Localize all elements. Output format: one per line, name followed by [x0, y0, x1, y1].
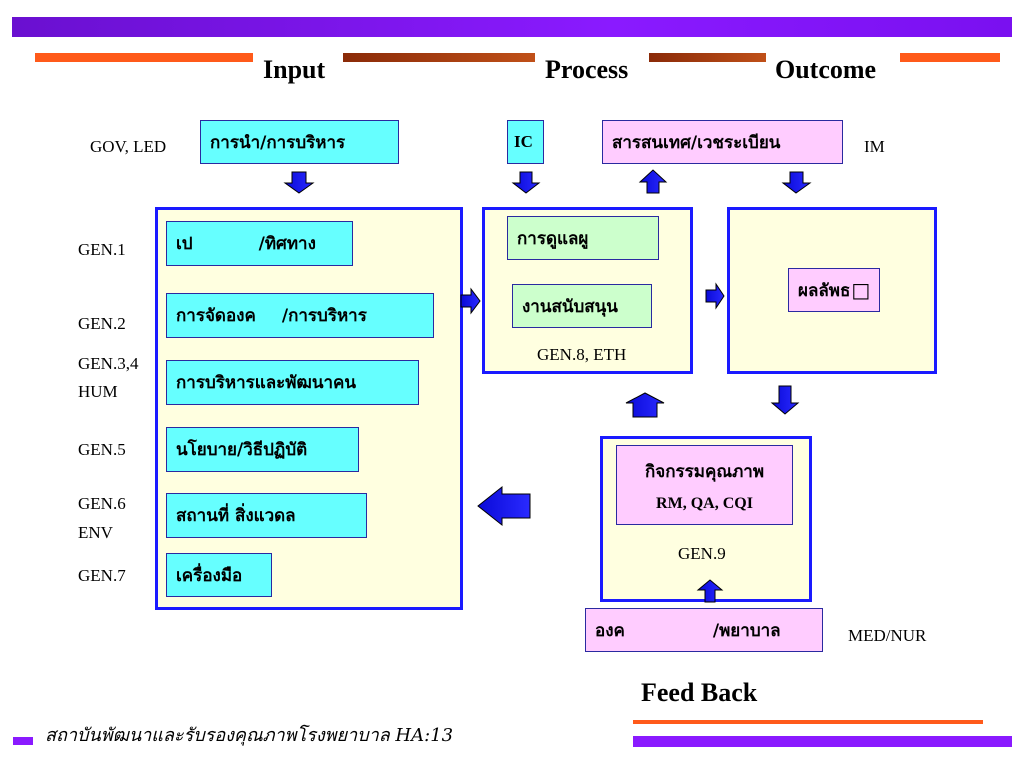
feedback-header: Feed Back [641, 678, 758, 707]
information-box: สารสนเทศ/เวชระเบียน [602, 120, 843, 164]
input-item-environment: สถานที่ สิ่งแวดล [166, 493, 367, 538]
gen34-label: GEN.3,4 [78, 354, 139, 373]
input-frame [155, 207, 463, 610]
footer-purple-square [13, 737, 33, 745]
support-box: งานสนับสนุน [512, 284, 652, 328]
down-arrow-icon [781, 171, 812, 194]
down-arrow-icon [770, 385, 800, 415]
leadership-box: การนำ/การบริหาร [200, 120, 399, 164]
ic-label: IC [514, 132, 533, 151]
organization-part1: การจัดองค [176, 306, 256, 326]
top-bar-orange-1 [35, 53, 253, 62]
direction-part2: /ทิศทาง [258, 234, 316, 254]
hum-label: HUM [78, 382, 118, 401]
outcome-header: Outcome [775, 55, 877, 84]
env-label: ENV [78, 523, 113, 542]
footer-orange-line [633, 720, 983, 724]
top-bar-orange-2 [900, 53, 1000, 62]
organization-part2: /การบริหาร [281, 306, 367, 326]
med-nur-label: MED/NUR [848, 626, 927, 645]
im-label: IM [864, 137, 885, 156]
top-bar-brown-1 [343, 53, 535, 62]
gov-led-label: GOV, LED [90, 137, 167, 156]
gen1-label: GEN.1 [78, 240, 126, 259]
top-bar-brown-2 [649, 53, 766, 62]
input-item-tools: เครื่องมือ [166, 553, 272, 597]
down-arrow-icon [511, 171, 541, 194]
patient-care-box: การดูแลผู [507, 216, 659, 260]
feedback-left-arrow-icon [477, 485, 531, 527]
process-gen-label: GEN.8, ETH [537, 345, 627, 364]
up-arrow-icon [638, 169, 668, 194]
input-item-policy: นโยบาย/วิธีปฏิบัติ [166, 427, 359, 472]
input-item-organization: การจัดองค /การบริหาร [166, 293, 434, 338]
down-arrow-icon [283, 171, 315, 194]
result-label: ผลลัพธ [798, 280, 851, 301]
input-item-hr: การบริหารและพัฒนาคน [166, 360, 419, 405]
org-part2: /พยาบาล [712, 620, 781, 641]
result-glyph: □ [851, 278, 871, 302]
right-arrow-icon [705, 282, 725, 310]
footer-text: สถาบันพัฒนาและรับรองคุณภาพโรงพยาบาล HA:1… [45, 725, 454, 746]
input-item-direction: เป /ทิศทาง [166, 221, 353, 266]
ic-box: IC [507, 120, 544, 164]
quality-gen-label: GEN.9 [678, 544, 726, 563]
result-box: ผลลัพธ □ [788, 268, 880, 312]
footer-purple-bar [633, 736, 1012, 747]
quality-title: กิจกรรมคุณภาพ [644, 461, 765, 482]
up-arrow-icon [696, 579, 724, 603]
right-arrow-icon [460, 287, 481, 315]
gen6-label: GEN.6 [78, 494, 126, 513]
gen7-label: GEN.7 [78, 566, 126, 585]
process-header: Process [545, 55, 629, 84]
up-arrow-icon [625, 392, 665, 418]
gen2-label: GEN.2 [78, 314, 126, 333]
gen5-label: GEN.5 [78, 440, 126, 459]
top-purple-bar [12, 17, 1012, 37]
org-part1: องค [595, 620, 625, 641]
quality-sub: RM, QA, CQI [656, 494, 753, 512]
input-header: Input [263, 55, 326, 84]
direction-part1: เป [176, 234, 193, 254]
quality-activity-box: กิจกรรมคุณภาพ RM, QA, CQI [616, 445, 793, 525]
org-box: องค /พยาบาล [585, 608, 823, 652]
